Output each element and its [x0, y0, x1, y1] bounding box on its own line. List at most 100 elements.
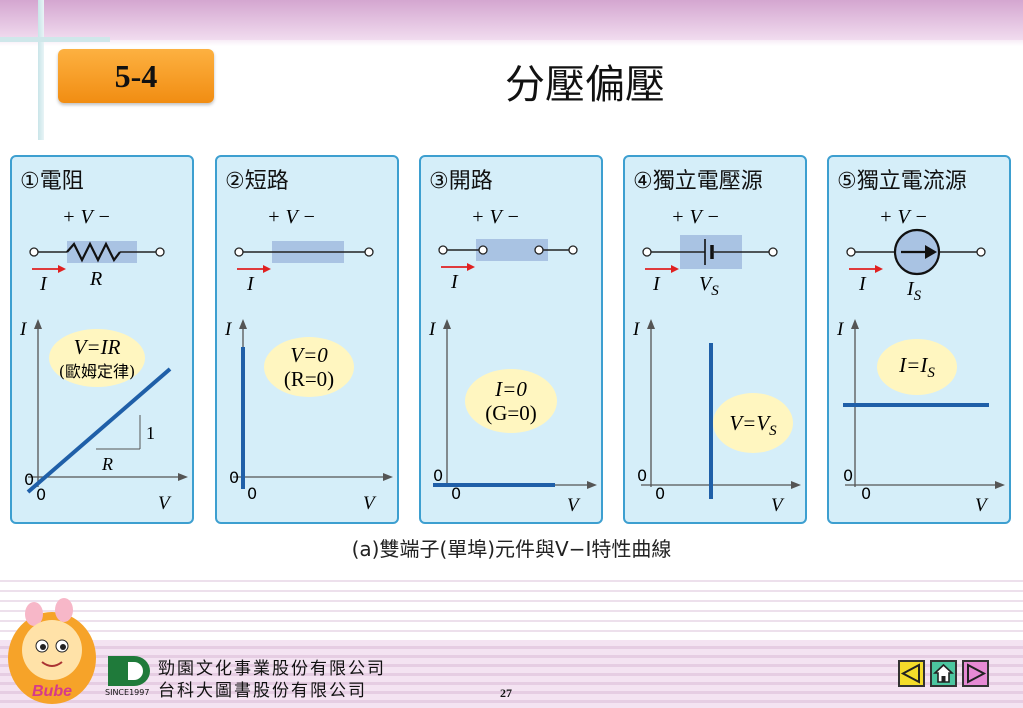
- header-band: [0, 0, 1023, 40]
- terminal-icon: [478, 245, 488, 255]
- equation-bubble: [713, 393, 793, 453]
- x-axis-label: V: [567, 495, 581, 516]
- y-axis-label: I: [836, 319, 845, 340]
- terminal-icon: [976, 247, 986, 257]
- axis-arrow-icon: [647, 319, 655, 329]
- polarity-label: + V −: [267, 206, 316, 228]
- polarity-label: + V −: [62, 206, 111, 228]
- characteristic-curve: [26, 367, 172, 494]
- current-arrow-icon: [263, 265, 271, 273]
- origin-label: 0: [229, 468, 239, 487]
- equation-bubble: [264, 337, 354, 397]
- origin-label: 0: [433, 466, 443, 485]
- equation-label: V=VS: [729, 411, 777, 439]
- section-badge: 5-4: [58, 49, 214, 103]
- current-arrow-icon: [875, 265, 883, 273]
- home-button[interactable]: [930, 660, 957, 687]
- axis-arrow-icon: [851, 319, 859, 329]
- equation-label: V=0: [290, 343, 328, 367]
- panel-current-source: + V − I IS I V 0 0 I=IS ⑤獨立電流源: [827, 155, 1011, 524]
- panel-short-circuit: + V − I I V 0 0 V=0 (R=0) ②短路: [215, 155, 399, 524]
- terminal-icon: [234, 247, 244, 257]
- mascot-icon: Bube: [8, 598, 96, 704]
- y-axis-label: I: [224, 319, 233, 340]
- x-axis-label: V: [363, 493, 377, 514]
- current-arrow-icon: [467, 263, 475, 271]
- terminal-icon: [534, 245, 544, 255]
- current-arrow-icon: [671, 265, 679, 273]
- arrow-right-icon: [967, 663, 987, 684]
- equation-label: I=0: [494, 377, 527, 401]
- axis-arrow-icon: [178, 473, 188, 481]
- y-axis-label: I: [19, 319, 28, 340]
- axis-arrow-icon: [443, 319, 451, 329]
- direction-arrow-icon: [925, 245, 937, 259]
- slope-run-label: R: [101, 454, 113, 474]
- resistor-icon: [66, 241, 121, 263]
- page-number: 27: [500, 686, 512, 700]
- axis-arrow-icon: [995, 481, 1005, 489]
- axis-arrow-icon: [587, 481, 597, 489]
- publisher-logo-icon: [108, 656, 150, 686]
- company-name: 勁園文化事業股份有限公司: [158, 659, 386, 679]
- equation-note: (R=0): [284, 367, 334, 391]
- page-title: 分壓偏壓: [505, 62, 665, 108]
- terminal-icon: [155, 247, 165, 257]
- origin-label: 0: [861, 484, 871, 503]
- polarity-label: + V −: [879, 206, 928, 228]
- equation-bubble: [465, 369, 557, 433]
- current-label: I: [652, 273, 661, 295]
- panel-open-circuit: + V − I I V 0 0 I=0 (G=0) ③開路: [419, 155, 603, 524]
- origin-label: 0: [36, 485, 46, 504]
- x-axis-label: V: [975, 495, 989, 516]
- equation-bubble: [49, 329, 145, 387]
- previous-button[interactable]: [898, 660, 925, 687]
- equation-note: (歐姆定律): [59, 362, 136, 381]
- panel-title: ④獨立電壓源: [633, 169, 763, 194]
- terminal-icon: [642, 247, 652, 257]
- mascot-label: Bube: [32, 683, 72, 700]
- terminal-icon: [568, 245, 578, 255]
- arrow-left-icon: [900, 663, 920, 684]
- since-label: SINCE1997: [105, 688, 150, 697]
- equation-label: V=IR: [74, 335, 121, 359]
- element-highlight: [476, 239, 548, 261]
- terminal-icon: [768, 247, 778, 257]
- equation-bubble: [877, 339, 957, 395]
- origin-label: 0: [637, 466, 647, 485]
- current-arrow-icon: [58, 265, 66, 273]
- equation-label: I=IS: [898, 353, 935, 381]
- terminal-icon: [364, 247, 374, 257]
- panel-title: ⑤獨立電流源: [837, 169, 967, 194]
- next-button[interactable]: [962, 660, 989, 687]
- panel-title: ③開路: [429, 169, 493, 194]
- slope-rise-label: 1: [146, 423, 155, 443]
- figure-caption: (a)雙端子(單埠)元件與V−I特性曲線: [351, 537, 672, 561]
- home-icon: [932, 663, 955, 683]
- current-label: I: [858, 273, 867, 295]
- panel-resistor: + V − I R I V 0 0 1 R V=IR (歐姆定律) ①電阻: [10, 155, 194, 524]
- element-label: VS: [699, 273, 719, 299]
- current-label: I: [450, 271, 459, 293]
- x-axis-label: V: [771, 495, 785, 516]
- element-label: R: [89, 268, 102, 290]
- current-label: I: [246, 273, 255, 295]
- origin-label: 0: [247, 484, 257, 503]
- axis-arrow-icon: [383, 473, 393, 481]
- terminal-icon: [29, 247, 39, 257]
- x-axis-label: V: [158, 493, 172, 514]
- footer-background: [0, 640, 1023, 708]
- terminal-icon: [438, 245, 448, 255]
- panel-title: ②短路: [225, 169, 289, 194]
- equation-note: (G=0): [485, 401, 537, 425]
- polarity-label: + V −: [671, 206, 720, 228]
- company-name: 台科大圖書股份有限公司: [158, 681, 367, 701]
- axis-arrow-icon: [34, 319, 42, 329]
- origin-label: 0: [451, 484, 461, 503]
- origin-label: 0: [655, 484, 665, 503]
- origin-label: 0: [843, 466, 853, 485]
- polarity-label: + V −: [471, 206, 520, 228]
- header-divider: [0, 40, 1023, 46]
- origin-label: 0: [24, 470, 34, 489]
- panel-voltage-source: + V − I VS I V 0 0 V=VS ④獨立電壓源: [623, 155, 807, 524]
